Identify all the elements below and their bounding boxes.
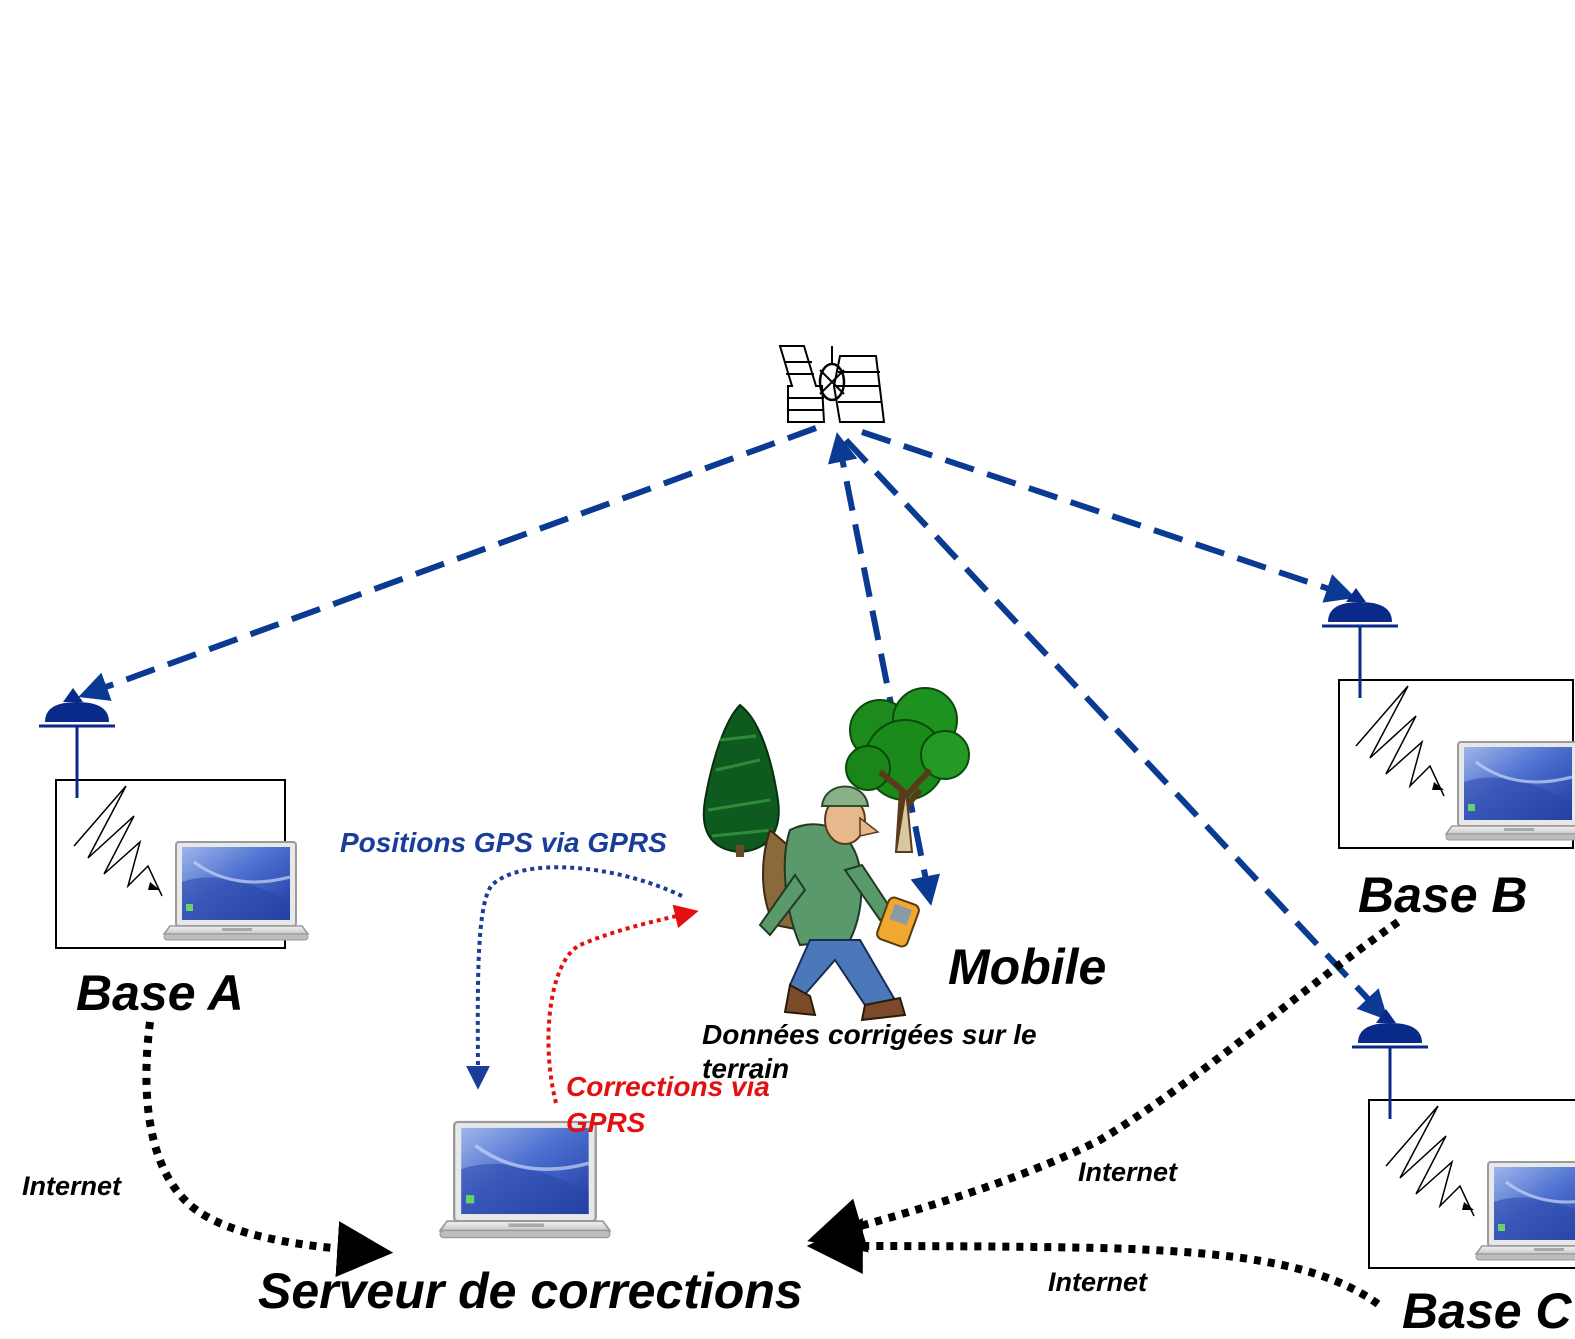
base-b-label: Base B bbox=[1358, 867, 1528, 923]
corrections-label-line1: Corrections via bbox=[566, 1071, 770, 1102]
base-b bbox=[1320, 586, 1575, 849]
link-satellite-base-b bbox=[861, 429, 1356, 603]
positions-gps-label: Positions GPS via GPRS bbox=[340, 827, 667, 858]
laptop-icon bbox=[1474, 1160, 1575, 1262]
gps-handheld-icon bbox=[876, 896, 920, 948]
mobile-label: Mobile bbox=[948, 939, 1107, 995]
base-c-label: Base C bbox=[1402, 1283, 1572, 1339]
donnees-label-line2: terrain bbox=[702, 1053, 790, 1084]
server-laptop-icon bbox=[438, 1120, 612, 1240]
link-internet-base-a bbox=[142, 1021, 394, 1278]
tree-icon bbox=[845, 687, 970, 853]
link-satellite-mobile bbox=[827, 432, 941, 906]
link-gprs-corrections bbox=[546, 904, 699, 1104]
satellite-icon bbox=[778, 345, 886, 423]
laptop-icon bbox=[162, 840, 310, 942]
internet-label-a: Internet bbox=[22, 1171, 122, 1201]
laptop-icon bbox=[1444, 740, 1575, 842]
internet-label-c: Internet bbox=[1048, 1267, 1148, 1297]
base-a-label: Base A bbox=[76, 965, 244, 1021]
link-internet-base-b bbox=[807, 918, 1401, 1253]
tree-icon bbox=[702, 703, 780, 857]
corrections-label-line2: GPRS bbox=[566, 1107, 646, 1138]
hiker-icon bbox=[758, 785, 920, 1022]
link-internet-base-c bbox=[806, 1218, 1381, 1308]
server-label: Serveur de corrections bbox=[258, 1263, 803, 1319]
internet-links bbox=[142, 918, 1401, 1308]
base-c bbox=[1350, 1007, 1575, 1269]
link-gprs-positions bbox=[465, 865, 683, 1090]
donnees-label-line1: Données corrigées sur le bbox=[702, 1019, 1037, 1050]
link-satellite-base-a bbox=[78, 425, 818, 701]
satellite-links bbox=[78, 425, 1389, 1021]
internet-label-b: Internet bbox=[1078, 1157, 1178, 1187]
base-a bbox=[37, 686, 310, 949]
